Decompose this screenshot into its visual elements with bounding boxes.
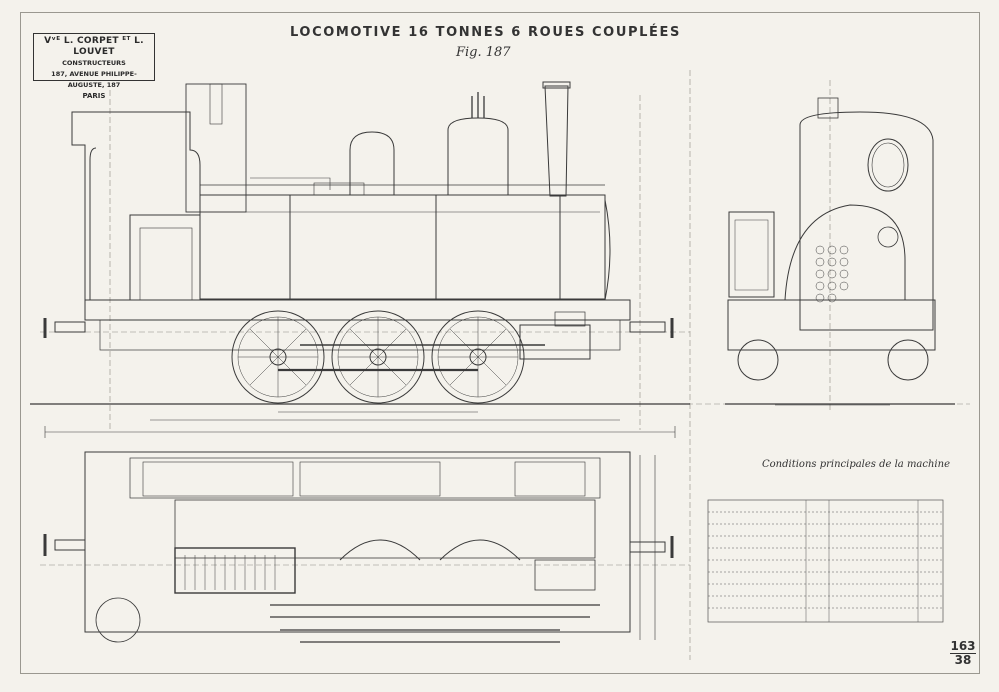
plan-view [43,451,674,643]
conditions-table [707,499,944,623]
boiler-plan [174,499,596,559]
stamp-line-2: CONSTRUCTEURS [62,59,126,67]
firebox-plan [174,547,296,594]
side-elevation [30,81,690,438]
firebox-section [784,204,906,301]
safety-dome [447,117,509,196]
cab-window [867,138,909,192]
stamp-line-3: 187, AVENUE PHILIPPE-AUGUSTE, 187 [51,70,137,89]
steam-dome [349,131,395,196]
side-tank-section [728,211,775,298]
boiler-side-tank [199,194,606,300]
sheet-number-bottom: 38 [954,653,972,667]
front-section-view [725,97,955,406]
wheel-spokes [238,317,518,397]
stamp-line-1: Vᵛᴱ L. CORPET ᴱᵀ L. LOUVET [44,36,144,57]
sheet-number-divider [950,653,976,654]
drawing-title: LOCOMOTIVE 16 TONNES 6 ROUES COUPLÉES [290,25,681,40]
buffers-plan [43,534,674,558]
plan-wheel [95,597,141,643]
side-dimensions [44,411,676,438]
front-buffer-beam [727,299,936,351]
frame-runningboard [84,299,631,321]
cylinder [519,324,591,360]
tube-plate [815,245,849,303]
sheet-number: 163 38 [950,640,976,667]
cab-front-outline [799,111,934,331]
drawing-border [20,12,980,674]
tank-vertical [185,83,247,213]
manufacturer-stamp: Vᵛᴱ L. CORPET ᴱᵀ L. LOUVET CONSTRUCTEURS… [33,33,155,100]
sheet-number-top: 163 [950,639,976,653]
stamp-line-4: PARIS [82,92,106,100]
cab-outline [71,111,201,301]
conditions-title: Conditions principales de la machine [762,459,950,470]
chimney [544,85,569,197]
plan-rods [270,604,600,643]
figure-label: Fig. 187 [456,45,511,60]
buffers-side [43,318,674,338]
